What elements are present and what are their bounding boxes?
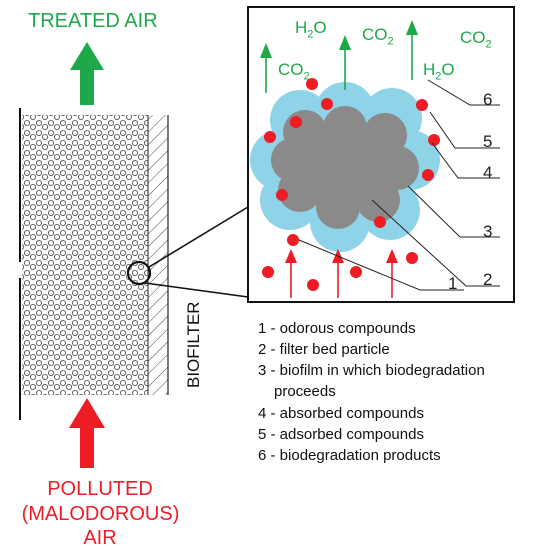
filter-bed-column [19,108,169,420]
magnifier [126,206,249,298]
treated-air-arrow [70,42,104,105]
product-co2-right: CO2 [460,28,492,51]
legend-item-2: 2 - filter bed particle [258,341,390,358]
compound-dots [262,78,440,291]
product-co2-left: CO2 [278,60,310,83]
biofilter-label: BIOFILTER [184,301,203,388]
label-2: 2 [483,270,493,289]
inflow-arrows [285,249,398,298]
legend-item-4: 4 - absorbed compounds [258,405,424,422]
product-h2o-right: H2O [423,60,455,83]
label-5: 5 [483,132,493,151]
product-h2o-top: H2O [295,18,327,41]
legend-item-3: 3 - biofilm in which biodegradation [258,362,485,379]
product-co2-middle: CO2 [362,25,394,48]
polluted-air-arrow [69,398,105,468]
polluted-air-label-2: (MALODOROUS) [21,503,180,525]
legend-item-3-cont: proceeds [274,383,336,400]
leader-lines [298,79,500,291]
polluted-air-label-1: POLLUTED [47,478,153,500]
label-1: 1 [448,274,458,293]
label-6: 6 [483,90,493,109]
outflow-arrows [260,20,418,93]
treated-air-label: TREATED AIR [28,10,158,32]
legend-item-1: 1 - odorous compounds [258,320,416,337]
label-4: 4 [483,163,493,182]
label-3: 3 [483,222,493,241]
filter-bed-particle [271,106,419,229]
legend-item-6: 6 - biodegradation products [258,447,441,464]
polluted-air-label-3: AIR [83,527,117,549]
legend-item-5: 5 - adsorbed compounds [258,426,424,443]
